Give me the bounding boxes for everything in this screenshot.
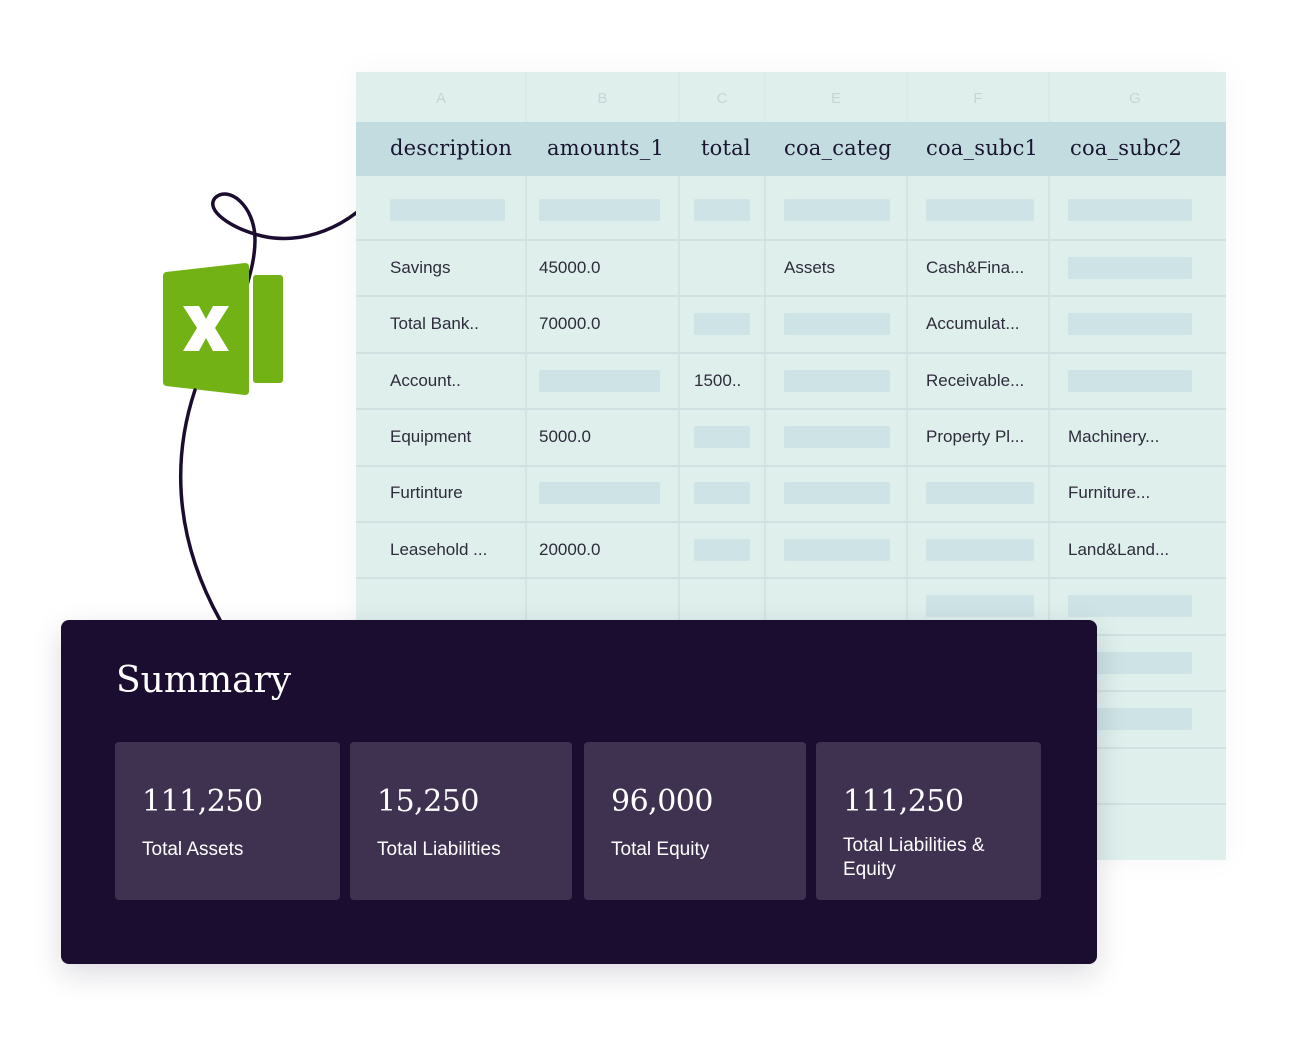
card-label: Total Liabilities & Equity — [843, 835, 985, 880]
card-value: 111,250 — [142, 784, 263, 819]
cell-placeholder[interactable] — [1068, 313, 1192, 335]
summary-card-total-liabilities[interactable]: 15,250 Total Liabilities — [350, 742, 572, 900]
cell-placeholder[interactable] — [1068, 199, 1192, 221]
cell-coa-subc2[interactable]: Machinery... — [1068, 427, 1160, 446]
cell-description[interactable]: Furtinture — [390, 483, 463, 502]
cell-placeholder[interactable] — [390, 199, 505, 221]
column-letter-g[interactable]: G — [1129, 90, 1141, 107]
cell-description[interactable]: Equipment — [390, 427, 472, 446]
cell-placeholder[interactable] — [926, 539, 1034, 561]
card-label: Total Liabilities — [377, 839, 501, 860]
cell-amount[interactable]: 45000.0 — [539, 258, 601, 277]
header-coa-subc2[interactable]: coa_subc2 — [1070, 136, 1183, 160]
column-letter-c[interactable]: C — [716, 90, 728, 107]
column-letter-b[interactable]: B — [597, 90, 608, 107]
summary-card-total-equity[interactable]: 96,000 Total Equity — [584, 742, 806, 900]
cell-placeholder[interactable] — [694, 199, 750, 221]
cell-description[interactable]: Leasehold ... — [390, 540, 488, 559]
header-description[interactable]: description — [390, 136, 513, 160]
card-value: 15,250 — [377, 784, 479, 819]
cell-placeholder[interactable] — [694, 539, 750, 561]
cell-placeholder[interactable] — [784, 313, 890, 335]
cell-amount[interactable]: 20000.0 — [539, 540, 601, 559]
cell-placeholder[interactable] — [784, 199, 890, 221]
column-letter-a[interactable]: A — [435, 90, 446, 107]
column-letter-f[interactable]: F — [973, 90, 983, 107]
header-row: description amounts_1 total coa_categ co… — [356, 122, 1226, 176]
cell-amount[interactable]: 5000.0 — [539, 427, 591, 446]
card-label: Total Equity — [611, 839, 710, 860]
card-value: 96,000 — [611, 784, 713, 819]
cell-coa-subc1[interactable]: Cash&Fina... — [926, 258, 1025, 277]
cell-placeholder[interactable] — [1068, 257, 1192, 279]
header-coa-categ[interactable]: coa_categ — [784, 136, 892, 160]
cell-placeholder[interactable] — [694, 313, 750, 335]
cell-coa-subc2[interactable]: Furniture... — [1068, 483, 1151, 502]
cell-placeholder[interactable] — [694, 426, 750, 448]
cell-placeholder[interactable] — [784, 370, 890, 392]
summary-title: Summary — [116, 660, 292, 701]
card-label: Total Assets — [142, 839, 244, 860]
summary-panel: Summary 111,250 Total Assets 15,250 Tota… — [61, 620, 1097, 964]
cell-coa-subc1[interactable]: Property Pl... — [926, 427, 1025, 446]
cell-placeholder[interactable] — [926, 482, 1034, 504]
column-letter-row: A B C E F G — [356, 72, 1226, 122]
cell-coa-subc2[interactable]: Land&Land... — [1068, 540, 1170, 559]
cell-description[interactable]: Savings — [390, 258, 451, 277]
summary-card-total-assets[interactable]: 111,250 Total Assets — [115, 742, 340, 900]
header-amounts-1[interactable]: amounts_1 — [547, 136, 665, 160]
column-letter-e[interactable]: E — [830, 90, 841, 107]
cell-placeholder[interactable] — [539, 370, 660, 392]
cell-placeholder[interactable] — [926, 199, 1034, 221]
cell-description[interactable]: Account.. — [390, 371, 461, 390]
cell-coa-categ[interactable]: Assets — [784, 258, 836, 277]
summary-card-total-liabilities-equity[interactable]: 111,250 Total Liabilities & Equity — [816, 742, 1041, 900]
excel-logo-icon — [163, 263, 283, 395]
cell-description[interactable]: Total Bank.. — [390, 314, 479, 333]
cell-placeholder[interactable] — [1068, 652, 1192, 674]
cell-amount[interactable]: 70000.0 — [539, 314, 601, 333]
cell-placeholder[interactable] — [784, 482, 890, 504]
card-value: 111,250 — [843, 784, 964, 819]
cell-placeholder[interactable] — [539, 482, 660, 504]
cell-coa-subc1[interactable]: Receivable... — [926, 371, 1025, 390]
cell-placeholder[interactable] — [784, 426, 890, 448]
cell-total[interactable]: 1500.. — [694, 371, 742, 390]
cell-placeholder[interactable] — [539, 199, 660, 221]
cell-placeholder[interactable] — [926, 595, 1034, 617]
header-total[interactable]: total — [701, 136, 751, 160]
cell-coa-subc1[interactable]: Accumulat... — [926, 314, 1020, 333]
cell-placeholder[interactable] — [694, 482, 750, 504]
header-coa-subc1[interactable]: coa_subc1 — [926, 136, 1039, 160]
cell-placeholder[interactable] — [784, 539, 890, 561]
cell-placeholder[interactable] — [1068, 708, 1192, 730]
cell-placeholder[interactable] — [1068, 370, 1192, 392]
cell-placeholder[interactable] — [1068, 595, 1192, 617]
